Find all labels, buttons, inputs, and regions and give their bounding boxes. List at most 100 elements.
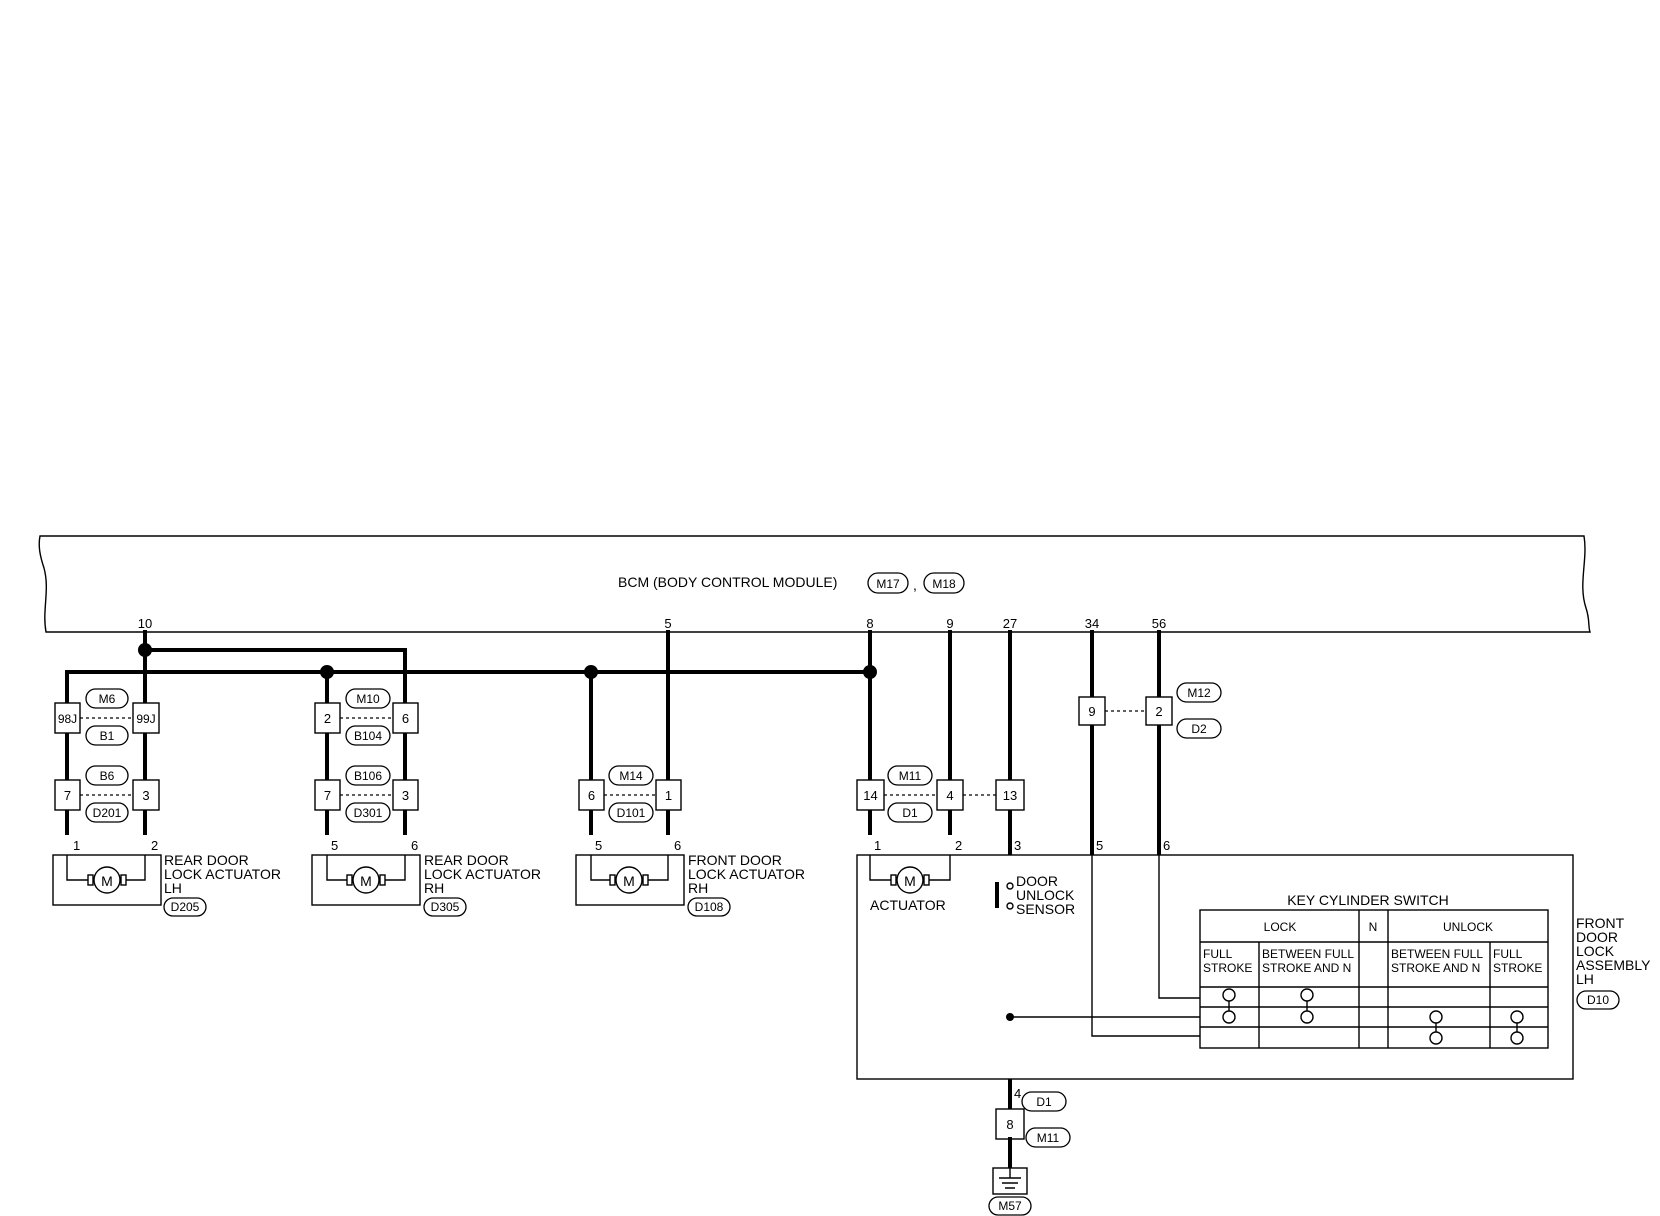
motor-icon	[896, 866, 924, 894]
sensor-label: DOOR	[1016, 873, 1058, 889]
switch-column-label: BETWEEN FULL	[1262, 947, 1354, 961]
connector-code: M10	[356, 692, 380, 706]
motor-icon	[352, 866, 380, 894]
switch-column-label: FULL	[1203, 947, 1233, 961]
sensor-switch-icon	[995, 882, 999, 908]
connector-code: D205	[171, 900, 200, 914]
assembly-label: DOOR	[1576, 929, 1618, 945]
pin-label: 3	[402, 788, 409, 803]
connector-code: M11	[1037, 1131, 1060, 1145]
pin-label: 3	[1014, 838, 1021, 853]
motor-symbol: M	[623, 873, 635, 889]
bcm-terminal-5: 5	[664, 616, 671, 631]
bcm-terminal-8: 8	[866, 616, 873, 631]
key-cylinder-switch: KEY CYLINDER SWITCH LOCK N UNLOCK FULL S…	[1199, 892, 1549, 1049]
pin-label: 2	[955, 838, 962, 853]
bcm-connector-1: M17	[876, 577, 900, 591]
connector-code: B6	[100, 769, 115, 783]
pin-label: 3	[142, 788, 149, 803]
assembly-label: LH	[1576, 971, 1594, 987]
bcm-terminal-9: 9	[946, 616, 953, 631]
actuator-label: REAR DOOR	[424, 852, 509, 868]
pin-label: 1	[874, 838, 881, 853]
actuator-label: RH	[424, 880, 444, 896]
pin-label: 5	[331, 838, 338, 853]
pin-label: 8	[1006, 1117, 1013, 1132]
splice-8-a	[320, 665, 334, 679]
actuator-label: FRONT DOOR	[688, 852, 782, 868]
actuator-label: LOCK ACTUATOR	[688, 866, 805, 882]
switch-title: KEY CYLINDER SWITCH	[1287, 892, 1449, 908]
connector-rear-lh-upper: 98J 99J M6 B1	[54, 688, 160, 746]
connector-code: D301	[354, 806, 383, 820]
connector-rear-rh-upper: 2 6 M10 B104	[314, 688, 419, 746]
bcm-connector-pill-1	[867, 572, 909, 594]
pin-label: 1	[665, 788, 672, 803]
switch-contact-unlock-full	[1510, 1010, 1524, 1045]
connector-code: B1	[100, 729, 115, 743]
connector-front-rh: 6 1 M14 D101	[578, 765, 682, 823]
switch-column-label: STROKE AND N	[1391, 961, 1480, 975]
actuator-label: LH	[164, 880, 182, 896]
bcm-connector-pill-2	[923, 572, 965, 594]
motor-symbol: M	[360, 873, 372, 889]
pin-label: 4	[946, 788, 953, 803]
splice-10	[138, 643, 152, 657]
actuator-label: LOCK ACTUATOR	[424, 866, 541, 882]
switch-group-label: N	[1369, 920, 1378, 934]
connector-code: M12	[1187, 686, 1211, 700]
switch-column-label: FULL	[1493, 947, 1523, 961]
pin-label: 5	[595, 838, 602, 853]
ground-circuit: 4 D1 8 M11 M57	[988, 1086, 1071, 1216]
pin-label: 13	[1003, 788, 1017, 803]
switch-contact-unlock-between	[1429, 1010, 1443, 1045]
pin-label: 5	[1096, 838, 1103, 853]
bcm-connector-2: M18	[932, 577, 956, 591]
sensor-label: UNLOCK	[1016, 887, 1075, 903]
pin-label: 98J	[58, 712, 77, 726]
actuator-label: LOCK ACTUATOR	[164, 866, 281, 882]
switch-contact-lock-between	[1300, 988, 1314, 1024]
bcm-terminal-27: 27	[1003, 616, 1017, 631]
pin-label: 1	[73, 838, 80, 853]
motor-symbol: M	[904, 873, 916, 889]
pin-label: 4	[1014, 1086, 1021, 1101]
front-rh-actuator: 5 6 M FRONT DOOR LOCK ACTUATOR RH D108	[575, 838, 805, 917]
pin-label: 99J	[136, 712, 155, 726]
bcm-connector-separator: ,	[913, 577, 917, 593]
connector-code: B104	[354, 729, 382, 743]
pin-label: 6	[588, 788, 595, 803]
switch-group-label: UNLOCK	[1443, 920, 1493, 934]
pin-label: 2	[151, 838, 158, 853]
pin-label: 6	[411, 838, 418, 853]
connector-code: D108	[695, 900, 724, 914]
pin-label: 9	[1088, 704, 1095, 719]
connector-code: M14	[619, 769, 643, 783]
splice-8-c	[863, 665, 877, 679]
motor-icon	[615, 866, 643, 894]
rear-rh-actuator: 5 6 M REAR DOOR LOCK ACTUATOR RH D305	[311, 838, 541, 917]
connector-key-switch: 9 2 M12 D2	[1078, 682, 1222, 739]
connector-code: D1	[902, 806, 918, 820]
connector-code: M6	[99, 692, 116, 706]
bcm-terminal-10: 10	[138, 616, 152, 631]
connector-code: M57	[998, 1199, 1022, 1213]
connector-code: M11	[899, 769, 922, 783]
actuator-label: REAR DOOR	[164, 852, 249, 868]
sensor-label: SENSOR	[1016, 901, 1075, 917]
assembly-label: ASSEMBLY	[1576, 957, 1651, 973]
actuator-label: ACTUATOR	[870, 897, 946, 913]
bcm-terminal-56: 56	[1152, 616, 1166, 631]
connector-code: D101	[617, 806, 646, 820]
connector-rear-rh-lower: 7 3 B106 D301	[314, 765, 419, 823]
bcm-terminal-34: 34	[1085, 616, 1099, 631]
connector-code: D10	[1587, 993, 1609, 1007]
bcm-outline	[38, 535, 1591, 633]
connector-rear-lh-lower: 7 3 B6 D201	[54, 765, 160, 823]
connector-code: B106	[354, 769, 382, 783]
motor-symbol: M	[101, 873, 113, 889]
pin-label: 6	[402, 711, 409, 726]
connector-code: D1	[1036, 1095, 1052, 1109]
pin-label: 6	[1163, 838, 1170, 853]
motor-icon	[93, 866, 121, 894]
